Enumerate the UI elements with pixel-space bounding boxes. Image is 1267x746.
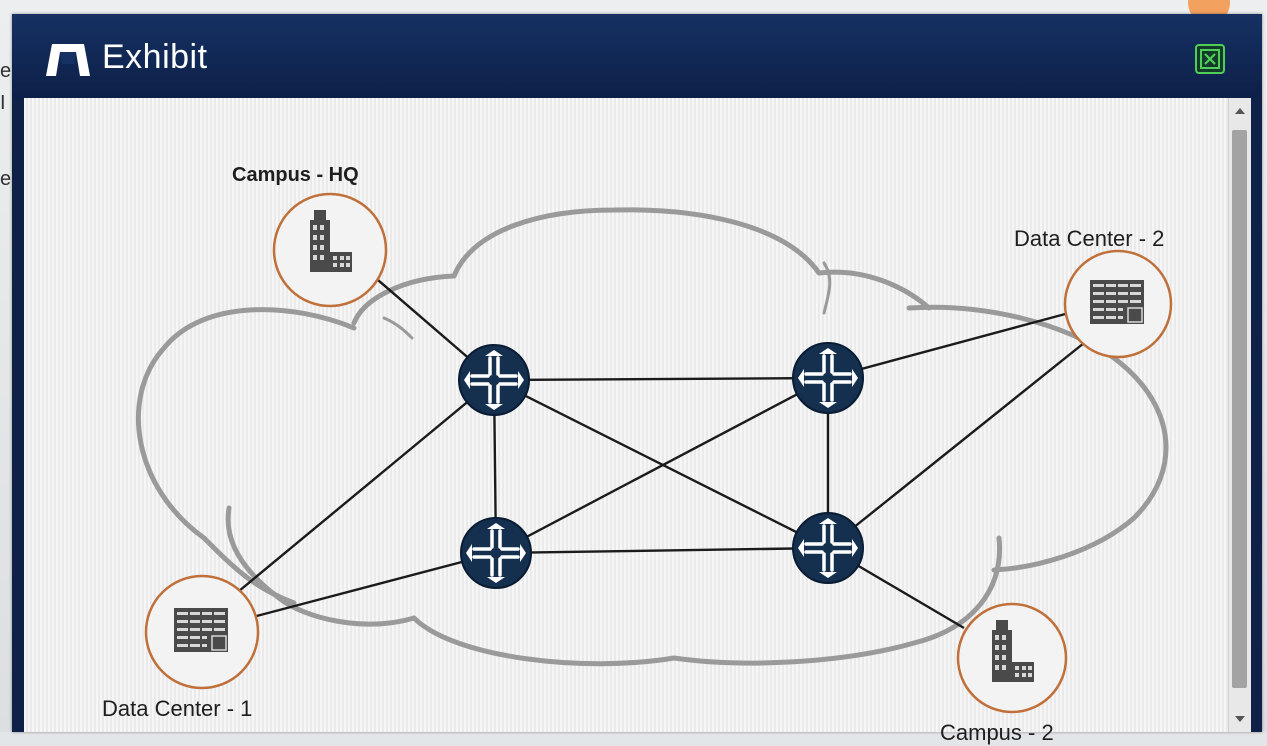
link-r2-dc2 bbox=[827, 311, 1070, 380]
data-center-icon bbox=[1089, 279, 1145, 325]
campus-hq-site[interactable] bbox=[272, 192, 388, 308]
site-label-data-center-1: Data Center - 1 bbox=[102, 696, 253, 721]
network-diagram bbox=[135, 192, 1173, 714]
router-icon[interactable] bbox=[791, 511, 865, 585]
scroll-up-arrow-icon[interactable] bbox=[1235, 108, 1245, 114]
exhibit-book-icon bbox=[44, 42, 94, 78]
data-center-1-site[interactable] bbox=[144, 574, 260, 690]
network-links bbox=[238, 267, 1085, 630]
link-r3-r4 bbox=[495, 546, 829, 555]
exhibit-window: Exhibit bbox=[12, 14, 1262, 745]
router-icon[interactable] bbox=[457, 343, 531, 417]
page-edge-text: e bbox=[0, 60, 12, 82]
link-r4-dc2 bbox=[827, 342, 1085, 549]
link-r2-r3 bbox=[495, 376, 829, 555]
window-title: Exhibit bbox=[102, 38, 208, 76]
page-edge-text: I bbox=[0, 92, 6, 114]
data-center-icon bbox=[173, 607, 229, 653]
router-icon[interactable] bbox=[459, 516, 533, 590]
title-bar[interactable]: Exhibit bbox=[12, 14, 1262, 98]
site-label-campus-2: Campus - 2 bbox=[940, 720, 1054, 745]
cloud-outline bbox=[135, 207, 1169, 667]
site-label-campus-hq: Campus - HQ bbox=[232, 164, 359, 186]
data-center-2-site[interactable] bbox=[1063, 249, 1173, 359]
link-r1-r2 bbox=[493, 376, 829, 382]
campus-2-site[interactable] bbox=[956, 602, 1068, 714]
exhibit-content: Campus - HQ Data Center - 2 Data Center … bbox=[24, 98, 1251, 745]
link-r1-r4 bbox=[493, 378, 829, 550]
link-r1-dc1 bbox=[238, 379, 495, 592]
site-label-data-center-2: Data Center - 2 bbox=[1014, 226, 1165, 251]
scroll-thumb[interactable] bbox=[1232, 130, 1247, 688]
scroll-down-arrow-icon[interactable] bbox=[1235, 716, 1245, 722]
link-r3-dc1 bbox=[248, 551, 497, 620]
close-icon bbox=[1200, 49, 1220, 69]
page-edge-text: e bbox=[0, 168, 12, 190]
router-icon[interactable] bbox=[791, 341, 865, 415]
vertical-scrollbar[interactable] bbox=[1228, 98, 1251, 732]
close-button[interactable] bbox=[1195, 44, 1225, 74]
